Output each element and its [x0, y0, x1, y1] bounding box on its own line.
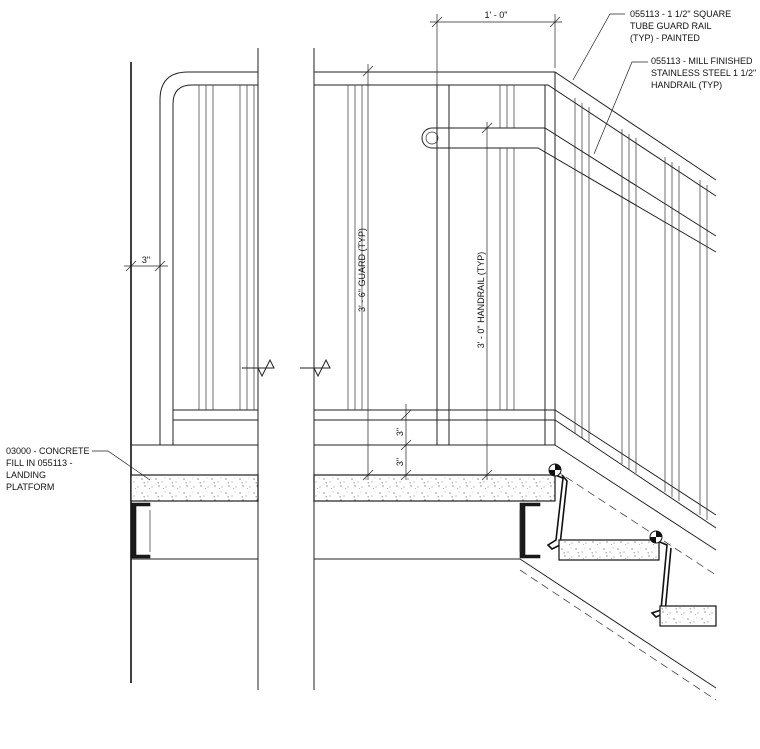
dimension-top-label: 1' - 0"	[485, 10, 508, 20]
handrail-note-1: 055113 - MILL FINISHED	[651, 56, 753, 66]
rail-gap-upper-label: 3"	[395, 428, 405, 436]
dimension-top: 1' - 0"	[430, 10, 562, 124]
guard-rail	[159, 71, 717, 529]
dimension-wall-offset: 3"	[124, 255, 168, 272]
guard-rail-callout: 055113 - 1 1/2" SQUARE TUBE GUARD RAIL (…	[572, 9, 731, 81]
dimension-rail-gaps: 3" 3"	[395, 404, 412, 481]
concrete-note-3: LANDING	[6, 470, 46, 480]
guard-rail-note-2: TUBE GUARD RAIL	[630, 21, 712, 31]
handrail-callout: 055113 - MILL FINISHED STAINLESS STEEL 1…	[593, 56, 756, 155]
concrete-note-1: 03000 - CONCRETE	[6, 446, 90, 456]
guard-rail-note-3: (TYP) - PAINTED	[630, 33, 700, 43]
concrete-note-4: PLATFORM	[6, 482, 54, 492]
dimension-handrail-height: 3' - 0" HANDRAIL (TYP)	[476, 122, 493, 481]
dimension-guard-height: 3' - 6" GUARD (TYP)	[357, 64, 374, 481]
dimension-wall-offset-label: 3"	[142, 255, 150, 265]
break-lines	[242, 40, 331, 700]
concrete-note-2: FILL IN 055113 -	[6, 458, 73, 468]
handrail	[421, 127, 717, 253]
rail-gap-lower-label: 3"	[395, 458, 405, 466]
handrail-note-3: HANDRAIL (TYP)	[651, 80, 722, 90]
landing-platform	[130, 444, 556, 560]
landing-pickets	[198, 85, 515, 410]
stair	[519, 444, 717, 701]
stair-pickets	[574, 98, 708, 520]
guard-rail-note-1: 055113 - 1 1/2" SQUARE	[630, 9, 731, 19]
guard-height-label: 3' - 6" GUARD (TYP)	[357, 228, 367, 312]
handrail-note-2: STAINLESS STEEL 1 1/2"	[651, 68, 756, 78]
concrete-callout: 03000 - CONCRETE FILL IN 055113 - LANDIN…	[6, 446, 151, 492]
handrail-height-label: 3' - 0" HANDRAIL (TYP)	[476, 252, 486, 349]
